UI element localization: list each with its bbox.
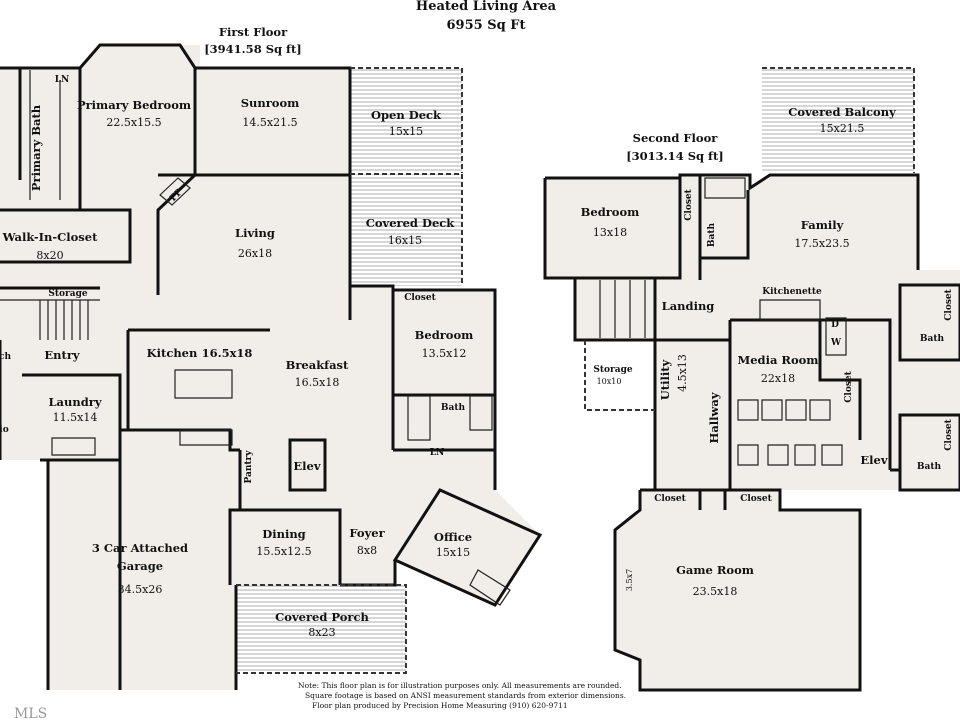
first-floor-labels: Primary Bath LN Primary Bedroom 22.5x15.… — [0, 75, 473, 639]
first-floor-area: [3941.58 Sq ft] — [204, 42, 302, 56]
open-deck-area — [350, 68, 462, 173]
room-label: Hallway — [707, 392, 721, 443]
second-floor-title: Second Floor — [633, 131, 719, 145]
room-label: Living — [235, 226, 275, 240]
room-dims: 34.5x26 — [118, 583, 163, 596]
second-floor-labels: Covered Balcony 15x21.5 Bedroom 13x18 Cl… — [581, 105, 954, 598]
room-label: Kitchenette — [762, 287, 822, 297]
room-dims: 17.5x23.5 — [794, 237, 849, 250]
room-label: Bath — [920, 334, 945, 344]
room-dims: 26x18 — [238, 247, 272, 260]
room-label: Closet — [944, 288, 954, 320]
room-label: Office — [434, 530, 472, 544]
room-label: Laundry — [48, 395, 101, 409]
room-label: LN — [55, 75, 70, 85]
room-label: Elev — [293, 459, 320, 473]
room-dims: 22.5x15.5 — [106, 116, 161, 129]
room-label: Media Room — [738, 353, 819, 367]
room-label: Open Deck — [371, 108, 442, 122]
disclaimer-line-3: Floor plan produced by Precision Home Me… — [312, 701, 568, 710]
room-label: Garage — [117, 559, 163, 573]
room-dims: 15x15 — [436, 546, 470, 559]
room-label: Elev — [860, 453, 887, 467]
room-dims: 10x10 — [597, 377, 622, 386]
header-total-area: 6955 Sq Ft — [447, 18, 526, 33]
room-label: Primary Bedroom — [77, 98, 191, 112]
second-floor-plan — [543, 67, 960, 692]
covered-balcony-area — [762, 68, 914, 173]
mls-watermark: MLS — [14, 706, 47, 720]
room-label: 3.5x7 — [625, 569, 634, 591]
room-dims: 22x18 — [761, 372, 795, 385]
room-label: Landing — [662, 299, 715, 313]
room-label: Covered Porch — [275, 610, 369, 624]
room-label: Closet — [404, 293, 436, 303]
room-label: Family — [801, 218, 844, 232]
room-label: Closet — [740, 494, 772, 504]
room-dims: 23.5x18 — [693, 585, 738, 598]
room-dims: 16.5x18 — [295, 376, 340, 389]
header-title: Heated Living Area — [416, 0, 557, 14]
room-label: Bath — [917, 462, 942, 472]
room-label: Bath — [707, 222, 717, 247]
first-floor-title: First Floor — [219, 25, 288, 39]
room-label: Entry — [44, 348, 79, 362]
room-label: Bedroom — [581, 205, 640, 219]
room-label: Closet — [654, 494, 686, 504]
room-dims: 8x8 — [357, 544, 377, 557]
room-label: Storage — [48, 289, 88, 299]
room-label: Game Room — [676, 563, 754, 577]
room-label: LN — [430, 448, 445, 458]
second-floor-area: [3013.14 Sq ft] — [626, 149, 724, 163]
room-dims: 11.5x14 — [53, 411, 98, 424]
room-label: 3 Car Attached — [92, 541, 188, 555]
room-label: Pantry — [244, 450, 254, 484]
room-dims: 13.5x12 — [422, 347, 467, 360]
disclaimer-line-1: Note: This floor plan is for illustratio… — [298, 681, 622, 690]
disclaimer-line-2: Square footage is based on ANSI measurem… — [305, 691, 626, 700]
room-label: Storage — [593, 365, 633, 375]
room-label: D — [831, 320, 839, 330]
room-dims: 16.5x18 — [202, 346, 253, 360]
room-dims: 15.5x12.5 — [256, 545, 311, 558]
room-dims: 8x20 — [36, 249, 63, 262]
room-label: Primary Bath — [29, 104, 43, 191]
room-dims: 13x18 — [593, 226, 627, 239]
covered-porch-area — [236, 585, 406, 673]
room-label: Sunroom — [241, 96, 300, 110]
first-floor-plan — [0, 43, 543, 690]
room-label: Covered Deck — [366, 216, 456, 230]
room-dims: 4.5x13 — [676, 354, 689, 392]
room-label: Covered Balcony — [788, 105, 896, 119]
room-label: W — [830, 338, 842, 348]
room-dims: 15x15 — [389, 125, 423, 138]
room-label: Closet — [944, 418, 954, 450]
room-label: Closet — [844, 370, 854, 402]
room-label: ch — [0, 352, 11, 362]
room-label: Bath — [441, 403, 466, 413]
room-label: Dining — [262, 527, 305, 541]
covered-deck-area — [350, 174, 462, 286]
room-label: io — [0, 425, 9, 435]
room-label: Walk-In-Closet — [2, 230, 99, 244]
room-label: Kitchen — [147, 346, 198, 360]
room-dims: 14.5x21.5 — [242, 116, 297, 129]
room-dims: 8x23 — [308, 626, 335, 639]
room-dims: 15x21.5 — [820, 122, 865, 135]
room-label: Breakfast — [286, 358, 349, 372]
room-dims: 16x15 — [388, 234, 422, 247]
room-label: Foyer — [349, 526, 385, 540]
room-label: Utility — [658, 359, 672, 400]
room-label: Bedroom — [415, 328, 474, 342]
room-label: Closet — [684, 188, 694, 220]
